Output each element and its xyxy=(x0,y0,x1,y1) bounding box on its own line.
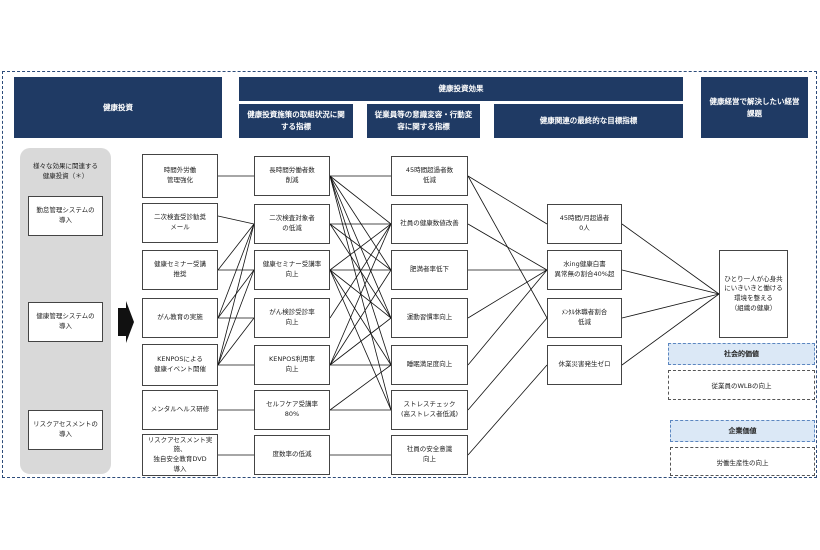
final-health-whitepaper: 水ing健康白書 異常無の割合40%超 xyxy=(547,250,622,290)
initiative-recheck-email: 二次検査受診勧奨 メール xyxy=(142,203,218,243)
awareness-health-values: 社員の健康数値改善 xyxy=(391,204,468,244)
goal-organization-health: ひとり一人が心身共 にいきいきと働ける 環境を整える （組織の健康） xyxy=(719,250,788,338)
awareness-exercise-rate: 運動習慣率向上 xyxy=(391,298,468,338)
header-final-indicators: 健康関連の最終的な目標指標 xyxy=(494,104,683,138)
diagram-frame xyxy=(2,71,817,478)
indicator-long-hours-reduction: 長時間労働者数 削減 xyxy=(254,156,330,196)
initiative-risk-assessment-dvd: リスクアセスメント実施、 独自安全教育DVD 導入 xyxy=(142,434,218,476)
indicator-recheck-reduction: 二次検査対象者 の低減 xyxy=(254,204,330,244)
right-arrow-icon xyxy=(118,301,134,343)
awareness-stress-check: ストレスチェック (高ストレス者低減) xyxy=(391,390,468,430)
awareness-obesity-rate: 肥満者率低下 xyxy=(391,250,468,290)
initiative-cancer-education: がん教育の実施 xyxy=(142,298,218,338)
awareness-sleep-satisfaction: 睡眠満足度向上 xyxy=(391,345,468,385)
final-mental-leave-rate: ﾒﾝﾀﾙ休職者割合 低減 xyxy=(547,298,622,338)
awareness-overtime-reduction: 45時間超過者数 低減 xyxy=(391,156,468,196)
header-health-investment: 健康投資 xyxy=(14,77,222,138)
indicator-kenpos-rate: KENPOS利用率 向上 xyxy=(254,345,330,385)
initiative-kenpos-event: KENPOSによる 健康イベント開催 xyxy=(142,344,218,386)
panel-title: 様々な効果に関連する 健康投資（＊） xyxy=(33,162,98,181)
initiative-mental-health-training: メンタルヘルス研修 xyxy=(142,390,218,430)
investment-health-management-system: 健康管理システムの 導入 xyxy=(28,302,103,342)
investment-risk-assessment: リスクアセスメントの 導入 xyxy=(28,410,103,450)
initiative-overtime-control: 時間外労働 管理強化 xyxy=(142,154,218,198)
header-management-issues: 健康経営で解決したい経営 課題 xyxy=(701,77,808,138)
final-zero-lost-time-accidents: 休業災害発生ゼロ xyxy=(547,345,622,385)
final-overtime-zero: 45時間/月超過者 0人 xyxy=(547,204,622,244)
social-value-title: 社会的価値 xyxy=(668,343,815,365)
indicator-selfcare-rate: セルフケア受講率 80% xyxy=(254,390,330,430)
investment-attendance-system: 勤怠管理システムの 導入 xyxy=(28,196,103,236)
awareness-safety-consciousness: 社員の安全意識 向上 xyxy=(391,435,468,475)
initiative-seminar-recommendation: 健康セミナー受講 推奨 xyxy=(142,250,218,290)
indicator-cancer-screening-rate: がん検診受診率 向上 xyxy=(254,298,330,338)
header-initiative-indicators: 健康投資施策の取組状況に関 する指標 xyxy=(239,104,353,138)
header-investment-effect: 健康投資効果 xyxy=(239,77,683,101)
corporate-value-item: 労働生産性の向上 xyxy=(670,447,815,476)
corporate-value-title: 企業価値 xyxy=(670,420,815,442)
social-value-item: 従業員のWLBの向上 xyxy=(668,370,815,400)
indicator-frequency-rate: 度数率の低減 xyxy=(254,435,330,475)
indicator-seminar-rate: 健康セミナー受講率 向上 xyxy=(254,250,330,290)
header-awareness-indicators: 従業員等の意識変容・行動変 容に関する指標 xyxy=(367,104,480,138)
